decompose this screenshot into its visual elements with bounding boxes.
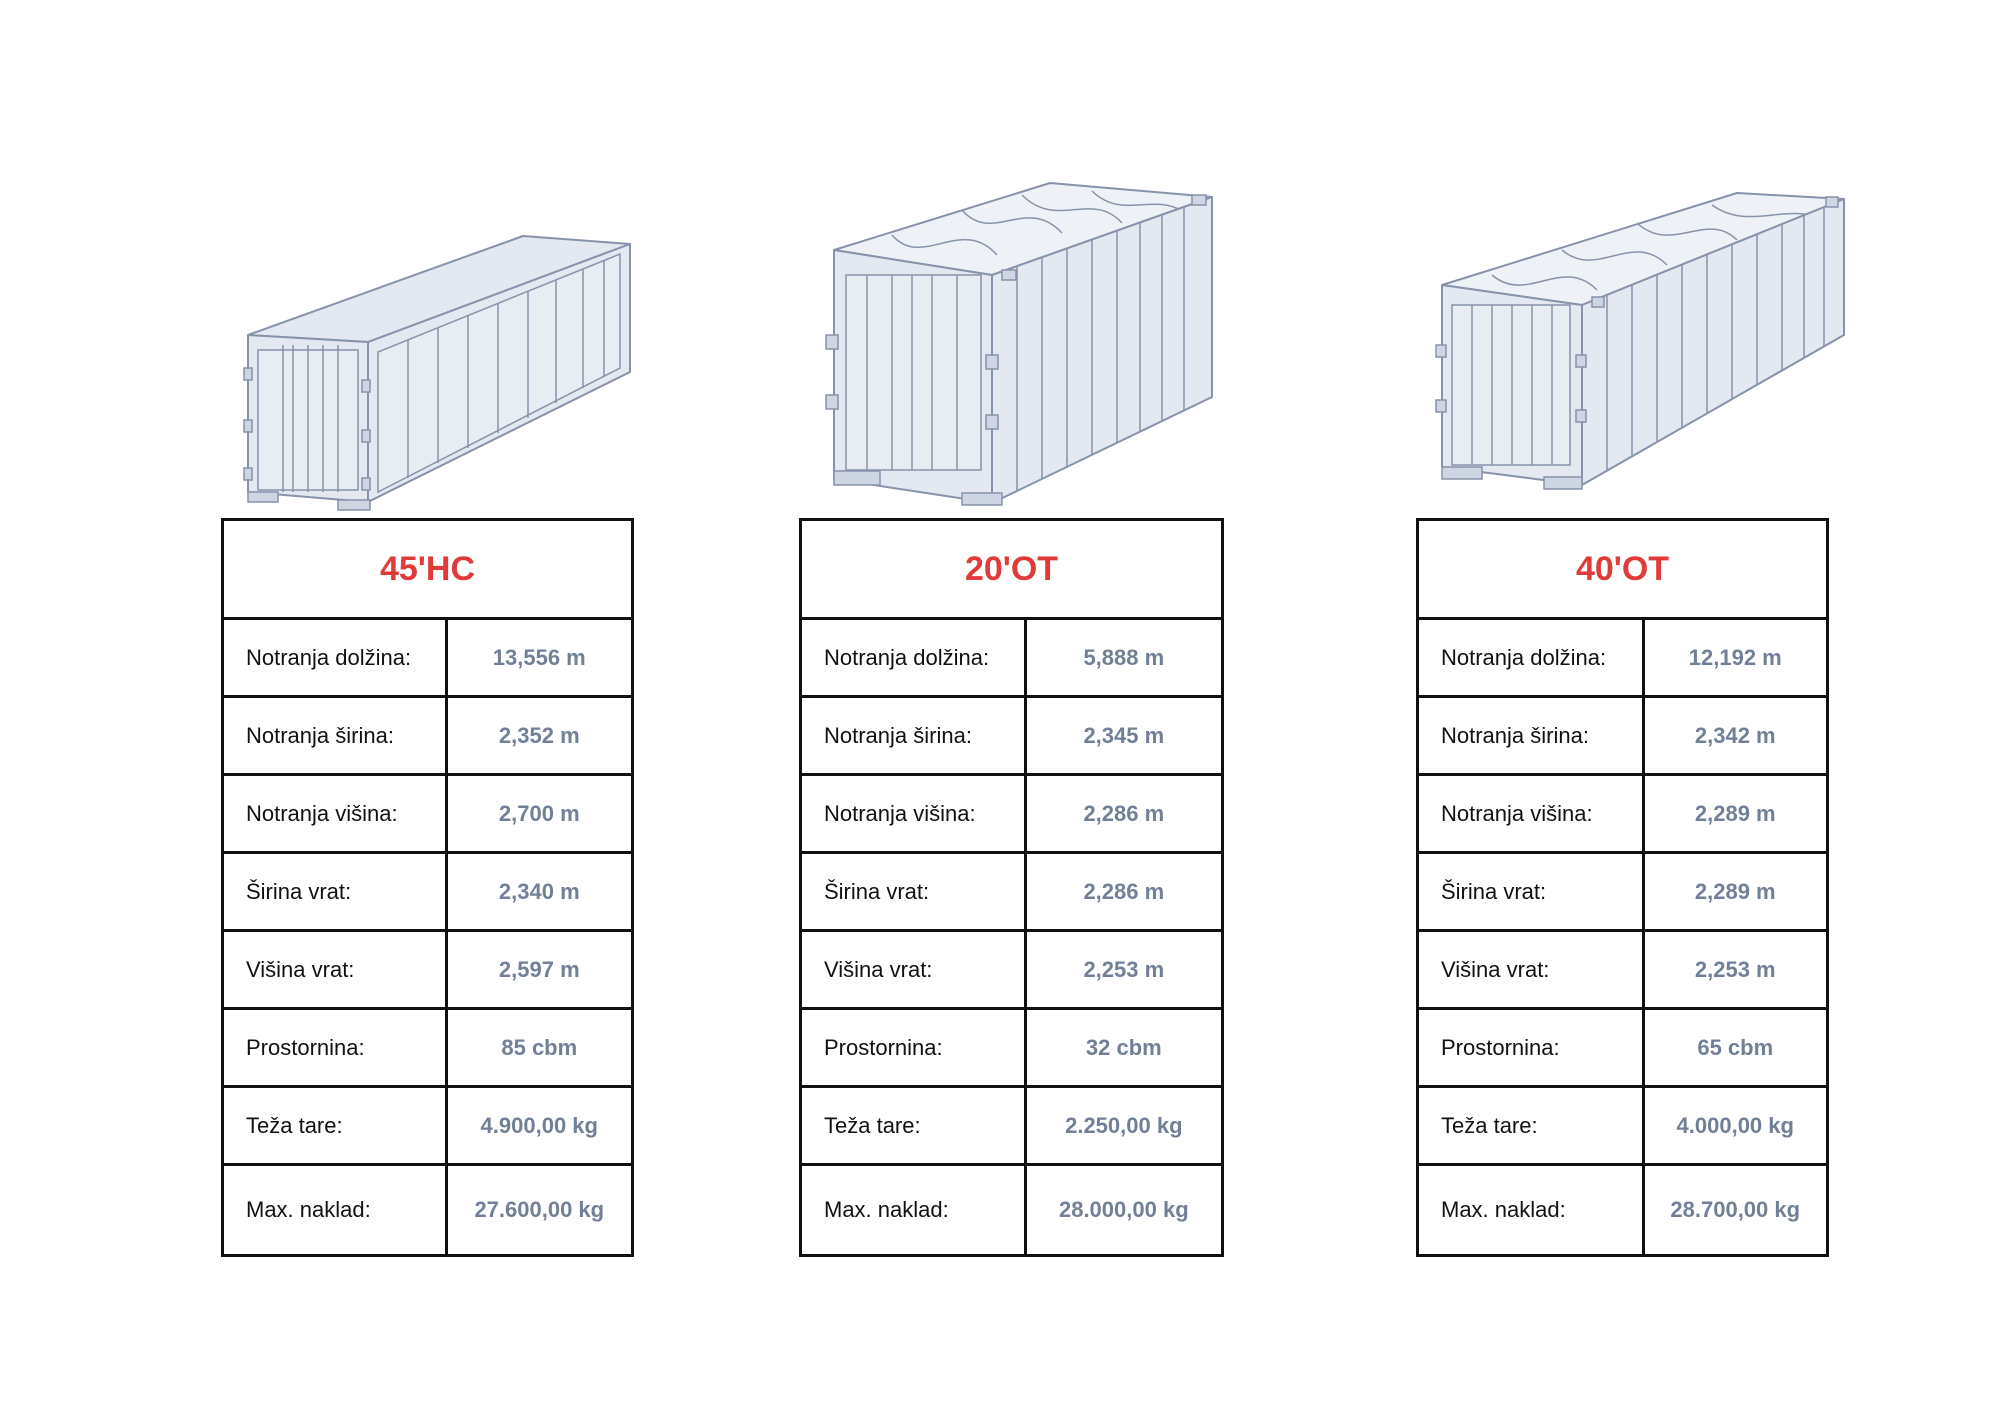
- spec-table-45hc: 45'HC Notranja dolžina:13,556 m Notranja…: [221, 518, 635, 1257]
- table-row: Notranja širina:2,352 m: [221, 695, 635, 776]
- table-row: Prostornina:65 cbm: [1416, 1007, 1829, 1088]
- table-row: Prostornina:32 cbm: [799, 1007, 1225, 1088]
- spec-label: Notranja dolžina:: [1416, 617, 1645, 698]
- container-title: 20'OT: [799, 518, 1224, 620]
- spec-value: 2,253 m: [1641, 929, 1829, 1010]
- table-row: Notranja dolžina:5,888 m: [799, 617, 1225, 698]
- spec-value: 2,345 m: [1023, 695, 1225, 776]
- container-title: 45'HC: [221, 518, 634, 620]
- table-row: Prostornina:85 cbm: [221, 1007, 635, 1088]
- spec-label: Notranja širina:: [799, 695, 1027, 776]
- container-title: 40'OT: [1416, 518, 1829, 620]
- table-row: Teža tare:4.900,00 kg: [221, 1085, 635, 1166]
- spec-label: Prostornina:: [1416, 1007, 1645, 1088]
- spec-value: 2,597 m: [444, 929, 635, 1010]
- spec-label: Prostornina:: [221, 1007, 448, 1088]
- spec-label: Širina vrat:: [221, 851, 448, 932]
- spec-label: Max. naklad:: [221, 1163, 448, 1257]
- spec-value: 2,286 m: [1023, 773, 1225, 854]
- spec-label: Širina vrat:: [799, 851, 1027, 932]
- spec-value: 5,888 m: [1023, 617, 1225, 698]
- spec-label: Max. naklad:: [1416, 1163, 1645, 1257]
- spec-value: 28.700,00 kg: [1641, 1163, 1829, 1257]
- table-row: Širina vrat:2,340 m: [221, 851, 635, 932]
- spec-label: Prostornina:: [799, 1007, 1027, 1088]
- table-row: Notranja širina:2,345 m: [799, 695, 1225, 776]
- table-row: Max. naklad:28.700,00 kg: [1416, 1163, 1829, 1257]
- table-row: Notranja višina:2,289 m: [1416, 773, 1829, 854]
- spec-label: Notranja dolžina:: [799, 617, 1027, 698]
- table-row: Max. naklad:27.600,00 kg: [221, 1163, 635, 1257]
- table-row: Notranja višina:2,700 m: [221, 773, 635, 854]
- spec-value: 2,700 m: [444, 773, 635, 854]
- spec-value: 12,192 m: [1641, 617, 1829, 698]
- spec-label: Notranja višina:: [221, 773, 448, 854]
- container-45hc-illustration: [238, 230, 638, 512]
- spec-label: Notranja širina:: [221, 695, 448, 776]
- spec-label: Notranja višina:: [799, 773, 1027, 854]
- spec-value: 28.000,00 kg: [1023, 1163, 1225, 1257]
- spec-table-40ot: 40'OT Notranja dolžina:12,192 m Notranja…: [1416, 518, 1829, 1257]
- spec-label: Teža tare:: [221, 1085, 448, 1166]
- spec-label: Notranja višina:: [1416, 773, 1645, 854]
- spec-label: Višina vrat:: [221, 929, 448, 1010]
- spec-value: 4.000,00 kg: [1641, 1085, 1829, 1166]
- spec-value: 32 cbm: [1023, 1007, 1225, 1088]
- table-row: Max. naklad:28.000,00 kg: [799, 1163, 1225, 1257]
- spec-label: Višina vrat:: [1416, 929, 1645, 1010]
- table-row: Višina vrat:2,597 m: [221, 929, 635, 1010]
- spec-label: Višina vrat:: [799, 929, 1027, 1010]
- spec-label: Teža tare:: [1416, 1085, 1645, 1166]
- table-row: Notranja višina:2,286 m: [799, 773, 1225, 854]
- spec-label: Notranja širina:: [1416, 695, 1645, 776]
- spec-label: Teža tare:: [799, 1085, 1027, 1166]
- spec-value: 85 cbm: [444, 1007, 635, 1088]
- spec-value: 4.900,00 kg: [444, 1085, 635, 1166]
- spec-value: 2,342 m: [1641, 695, 1829, 776]
- table-row: Notranja širina:2,342 m: [1416, 695, 1829, 776]
- table-row: Notranja dolžina:13,556 m: [221, 617, 635, 698]
- spec-label: Širina vrat:: [1416, 851, 1645, 932]
- spec-value: 2,289 m: [1641, 851, 1829, 932]
- table-row: Višina vrat:2,253 m: [1416, 929, 1829, 1010]
- spec-value: 2,352 m: [444, 695, 635, 776]
- table-row: Višina vrat:2,253 m: [799, 929, 1225, 1010]
- container-40ot-illustration: [1432, 185, 1852, 495]
- spec-label: Max. naklad:: [799, 1163, 1027, 1257]
- spec-value: 2,286 m: [1023, 851, 1225, 932]
- spec-value: 2,340 m: [444, 851, 635, 932]
- spec-table-20ot: 20'OT Notranja dolžina:5,888 m Notranja …: [799, 518, 1225, 1257]
- table-row: Teža tare:2.250,00 kg: [799, 1085, 1225, 1166]
- table-row: Notranja dolžina:12,192 m: [1416, 617, 1829, 698]
- spec-value: 27.600,00 kg: [444, 1163, 635, 1257]
- spec-value: 13,556 m: [444, 617, 635, 698]
- spec-value: 2.250,00 kg: [1023, 1085, 1225, 1166]
- spec-value: 65 cbm: [1641, 1007, 1829, 1088]
- container-20ot-illustration: [822, 175, 1222, 510]
- spec-label: Notranja dolžina:: [221, 617, 448, 698]
- spec-value: 2,289 m: [1641, 773, 1829, 854]
- table-row: Teža tare:4.000,00 kg: [1416, 1085, 1829, 1166]
- spec-value: 2,253 m: [1023, 929, 1225, 1010]
- table-row: Širina vrat:2,289 m: [1416, 851, 1829, 932]
- table-row: Širina vrat:2,286 m: [799, 851, 1225, 932]
